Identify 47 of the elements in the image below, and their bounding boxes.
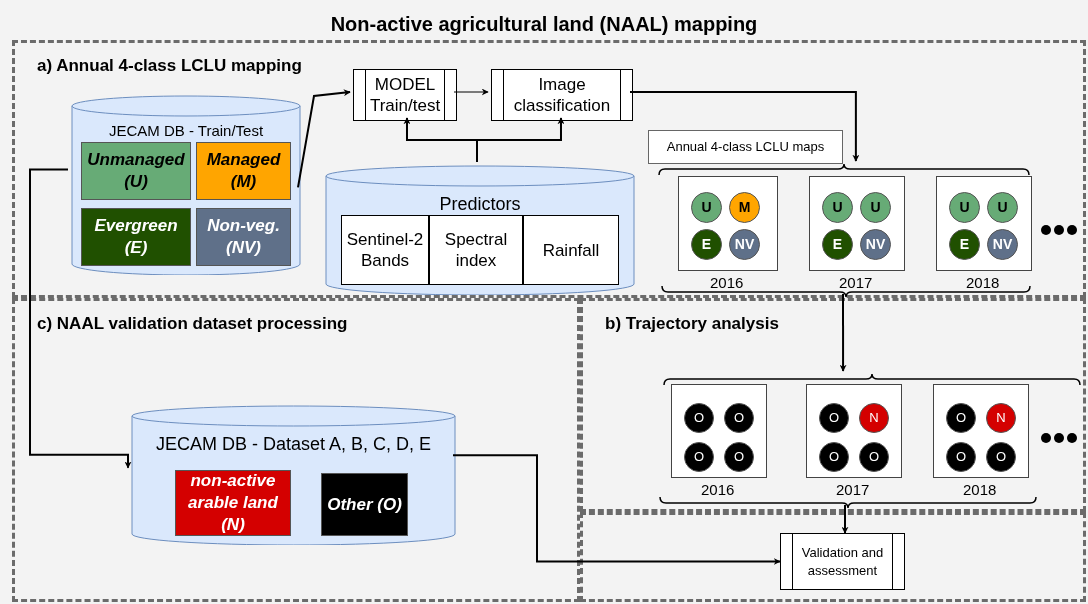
process-box: Image classification xyxy=(491,69,633,121)
class-tile: Other (O) xyxy=(321,473,408,536)
arrow xyxy=(839,293,847,372)
curly-bracket xyxy=(663,374,1081,385)
diagram-title: Non-active agricultural land (NAAL) mapping xyxy=(329,12,759,37)
arrow xyxy=(841,504,849,534)
arrow xyxy=(452,454,781,565)
year-label: 2018 xyxy=(963,480,997,500)
map-box xyxy=(806,384,902,478)
table-cell: Rainfall xyxy=(523,215,619,285)
database-label: JECAM DB - Dataset A, B, C, D, E xyxy=(154,433,433,456)
class-tile: Evergreen (E) xyxy=(81,208,191,266)
class-tile: Non-veg. (NV) xyxy=(196,208,291,266)
process-box: MODEL Train/test xyxy=(353,69,457,121)
year-label: 2016 xyxy=(710,273,744,293)
database-label: Predictors xyxy=(438,193,522,216)
map-box xyxy=(671,384,767,478)
section-panel xyxy=(580,298,1086,512)
class-tile: non-active arable land (N) xyxy=(175,470,291,536)
table-cell: Spectral index xyxy=(429,215,523,285)
arrow xyxy=(476,117,565,163)
section-panel xyxy=(12,298,580,602)
year-label: 2018 xyxy=(966,273,1000,293)
map-box xyxy=(936,176,1032,271)
curly-bracket xyxy=(661,286,1031,297)
arrow xyxy=(629,91,860,162)
arrow xyxy=(453,88,489,96)
section-panel xyxy=(12,40,1086,298)
note-box: Annual 4-class LCLU maps xyxy=(648,130,843,164)
map-box xyxy=(933,384,1029,478)
year-label: 2017 xyxy=(836,480,870,500)
curly-bracket xyxy=(658,164,1030,175)
arrow xyxy=(297,89,351,189)
class-tile: Unmanaged (U) xyxy=(81,142,191,200)
database-label: JECAM DB - Train/Test xyxy=(107,121,265,141)
section-title: b) Trajectory analysis xyxy=(605,313,779,335)
class-tile: Managed (M) xyxy=(196,142,291,200)
process-box: Validation and assessment xyxy=(780,533,905,590)
curly-bracket xyxy=(659,497,1037,508)
map-box xyxy=(809,176,905,271)
year-label: 2017 xyxy=(839,273,873,293)
map-box xyxy=(678,176,778,271)
section-title: c) NAAL validation dataset processing xyxy=(37,313,348,335)
year-label: 2016 xyxy=(701,480,735,500)
table-cell: Sentinel-2 Bands xyxy=(341,215,429,285)
arrow xyxy=(29,168,132,469)
section-title: a) Annual 4-class LCLU mapping xyxy=(37,55,302,77)
